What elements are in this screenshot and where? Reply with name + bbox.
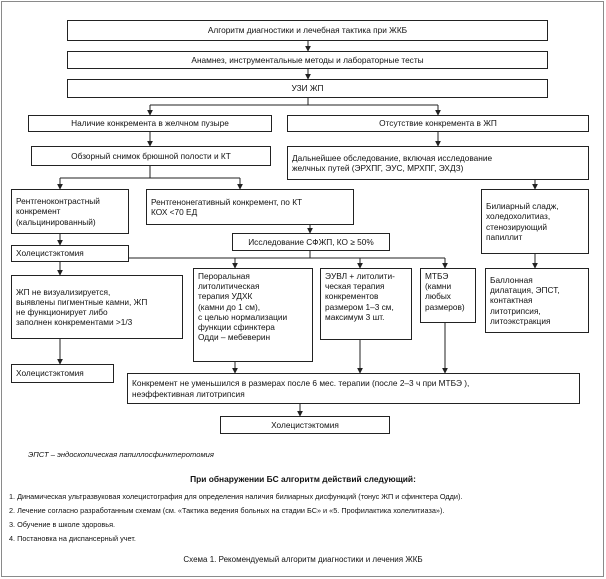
notes-heading: При обнаружении БС алгоритм действий сле… [190,474,416,484]
oral-therapy-box: Пероральная литолитическая терапия УДХК … [193,268,313,362]
cholecystectomy-1-text: Холецистэктомия [16,248,84,259]
radiopositive-text: Рентгеноконтрастный конкремент (кальцини… [16,196,100,227]
gb-not-visualized-box: ЖП не визуализируется, выявлены пигментн… [11,275,183,339]
stone-present-text: Наличие конкремента в желчном пузыре [71,118,229,129]
figure-caption: Схема 1. Рекомендуемый алгоритм диагност… [183,555,423,564]
notes-item-3: 3. Обучение в школе здоровья. [9,520,116,529]
stone-present-box: Наличие конкремента в желчном пузыре [28,115,272,132]
biliary-sludge-box: Билиарный сладж, холедохолитиаз, стенози… [481,189,589,254]
cholecystectomy-1-box: Холецистэктомия [11,245,129,262]
title-box: Алгоритм диагностики и лечебная тактика … [67,20,548,41]
mtbe-text: МТБЭ (камни любых размеров) [425,271,465,312]
not-reduced-box: Конкремент не уменьшился в размерах посл… [127,373,580,404]
stone-absent-box: Отсутствие конкремента в ЖП [287,115,589,132]
title-text: Алгоритм диагностики и лечебная тактика … [207,25,408,36]
sfzhp-box: Исследование СФЖП, КО ≥ 50% [232,233,390,251]
notes-item-2: 2. Лечение согласно разработанным схемам… [9,506,445,515]
stone-absent-text: Отсутствие конкремента в ЖП [379,118,497,129]
cholecystectomy-2-text: Холецистэктомия [16,368,84,379]
radiopositive-box: Рентгеноконтрастный конкремент (кальцини… [11,189,129,234]
anamnesis-text: Анамнез, инструментальные методы и лабор… [191,54,424,65]
notes-item-1: 1. Динамическая ультразвуковая холецисто… [9,492,463,501]
survey-xray-text: Обзорный снимок брюшной полости и КТ [71,150,231,161]
uzi-text: УЗИ ЖП [291,83,324,94]
survey-xray-box: Обзорный снимок брюшной полости и КТ [31,146,271,166]
uzi-box: УЗИ ЖП [67,79,548,98]
radionegative-text: Рентгенонегативный конкремент, по КТ КОХ… [151,196,303,217]
further-exam-text: Дальнейшее обследование, включая исследо… [292,152,493,173]
balloon-box: Баллонная дилатация, ЭПСТ, контактная ли… [485,268,589,333]
mtbe-box: МТБЭ (камни любых размеров) [420,268,476,323]
anamnesis-box: Анамнез, инструментальные методы и лабор… [67,51,548,69]
cholecystectomy-3-box: Холецистэктомия [220,416,390,434]
abbreviation-note: ЭПСТ – эндоскопическая папиллосфинктерот… [28,450,214,459]
biliary-sludge-text: Билиарный сладж, холедохолитиаз, стенози… [486,201,559,242]
radionegative-box: Рентгенонегативный конкремент, по КТ КОХ… [146,189,354,225]
connector-uzi-split [150,98,438,106]
connector-survey-split [60,166,240,179]
cholecystectomy-2-box: Холецистэктомия [11,364,114,383]
notes-item-4: 4. Постановка на диспансерный учет. [9,534,136,543]
oral-therapy-text: Пероральная литолитическая терапия УДХК … [198,271,288,343]
gb-not-visualized-text: ЖП не визуализируется, выявлены пигментн… [16,286,148,328]
cholecystectomy-3-text: Холецистэктомия [271,419,339,430]
not-reduced-text: Конкремент не уменьшился в размерах посл… [132,378,470,399]
balloon-text: Баллонная дилатация, ЭПСТ, контактная ли… [490,274,560,326]
eswl-text: ЭУВЛ + литолити- ческая терапия конкреме… [325,271,395,322]
further-exam-box: Дальнейшее обследование, включая исследо… [287,146,589,180]
eswl-box: ЭУВЛ + литолити- ческая терапия конкреме… [320,268,412,340]
sfzhp-text: Исследование СФЖП, КО ≥ 50% [248,236,374,247]
